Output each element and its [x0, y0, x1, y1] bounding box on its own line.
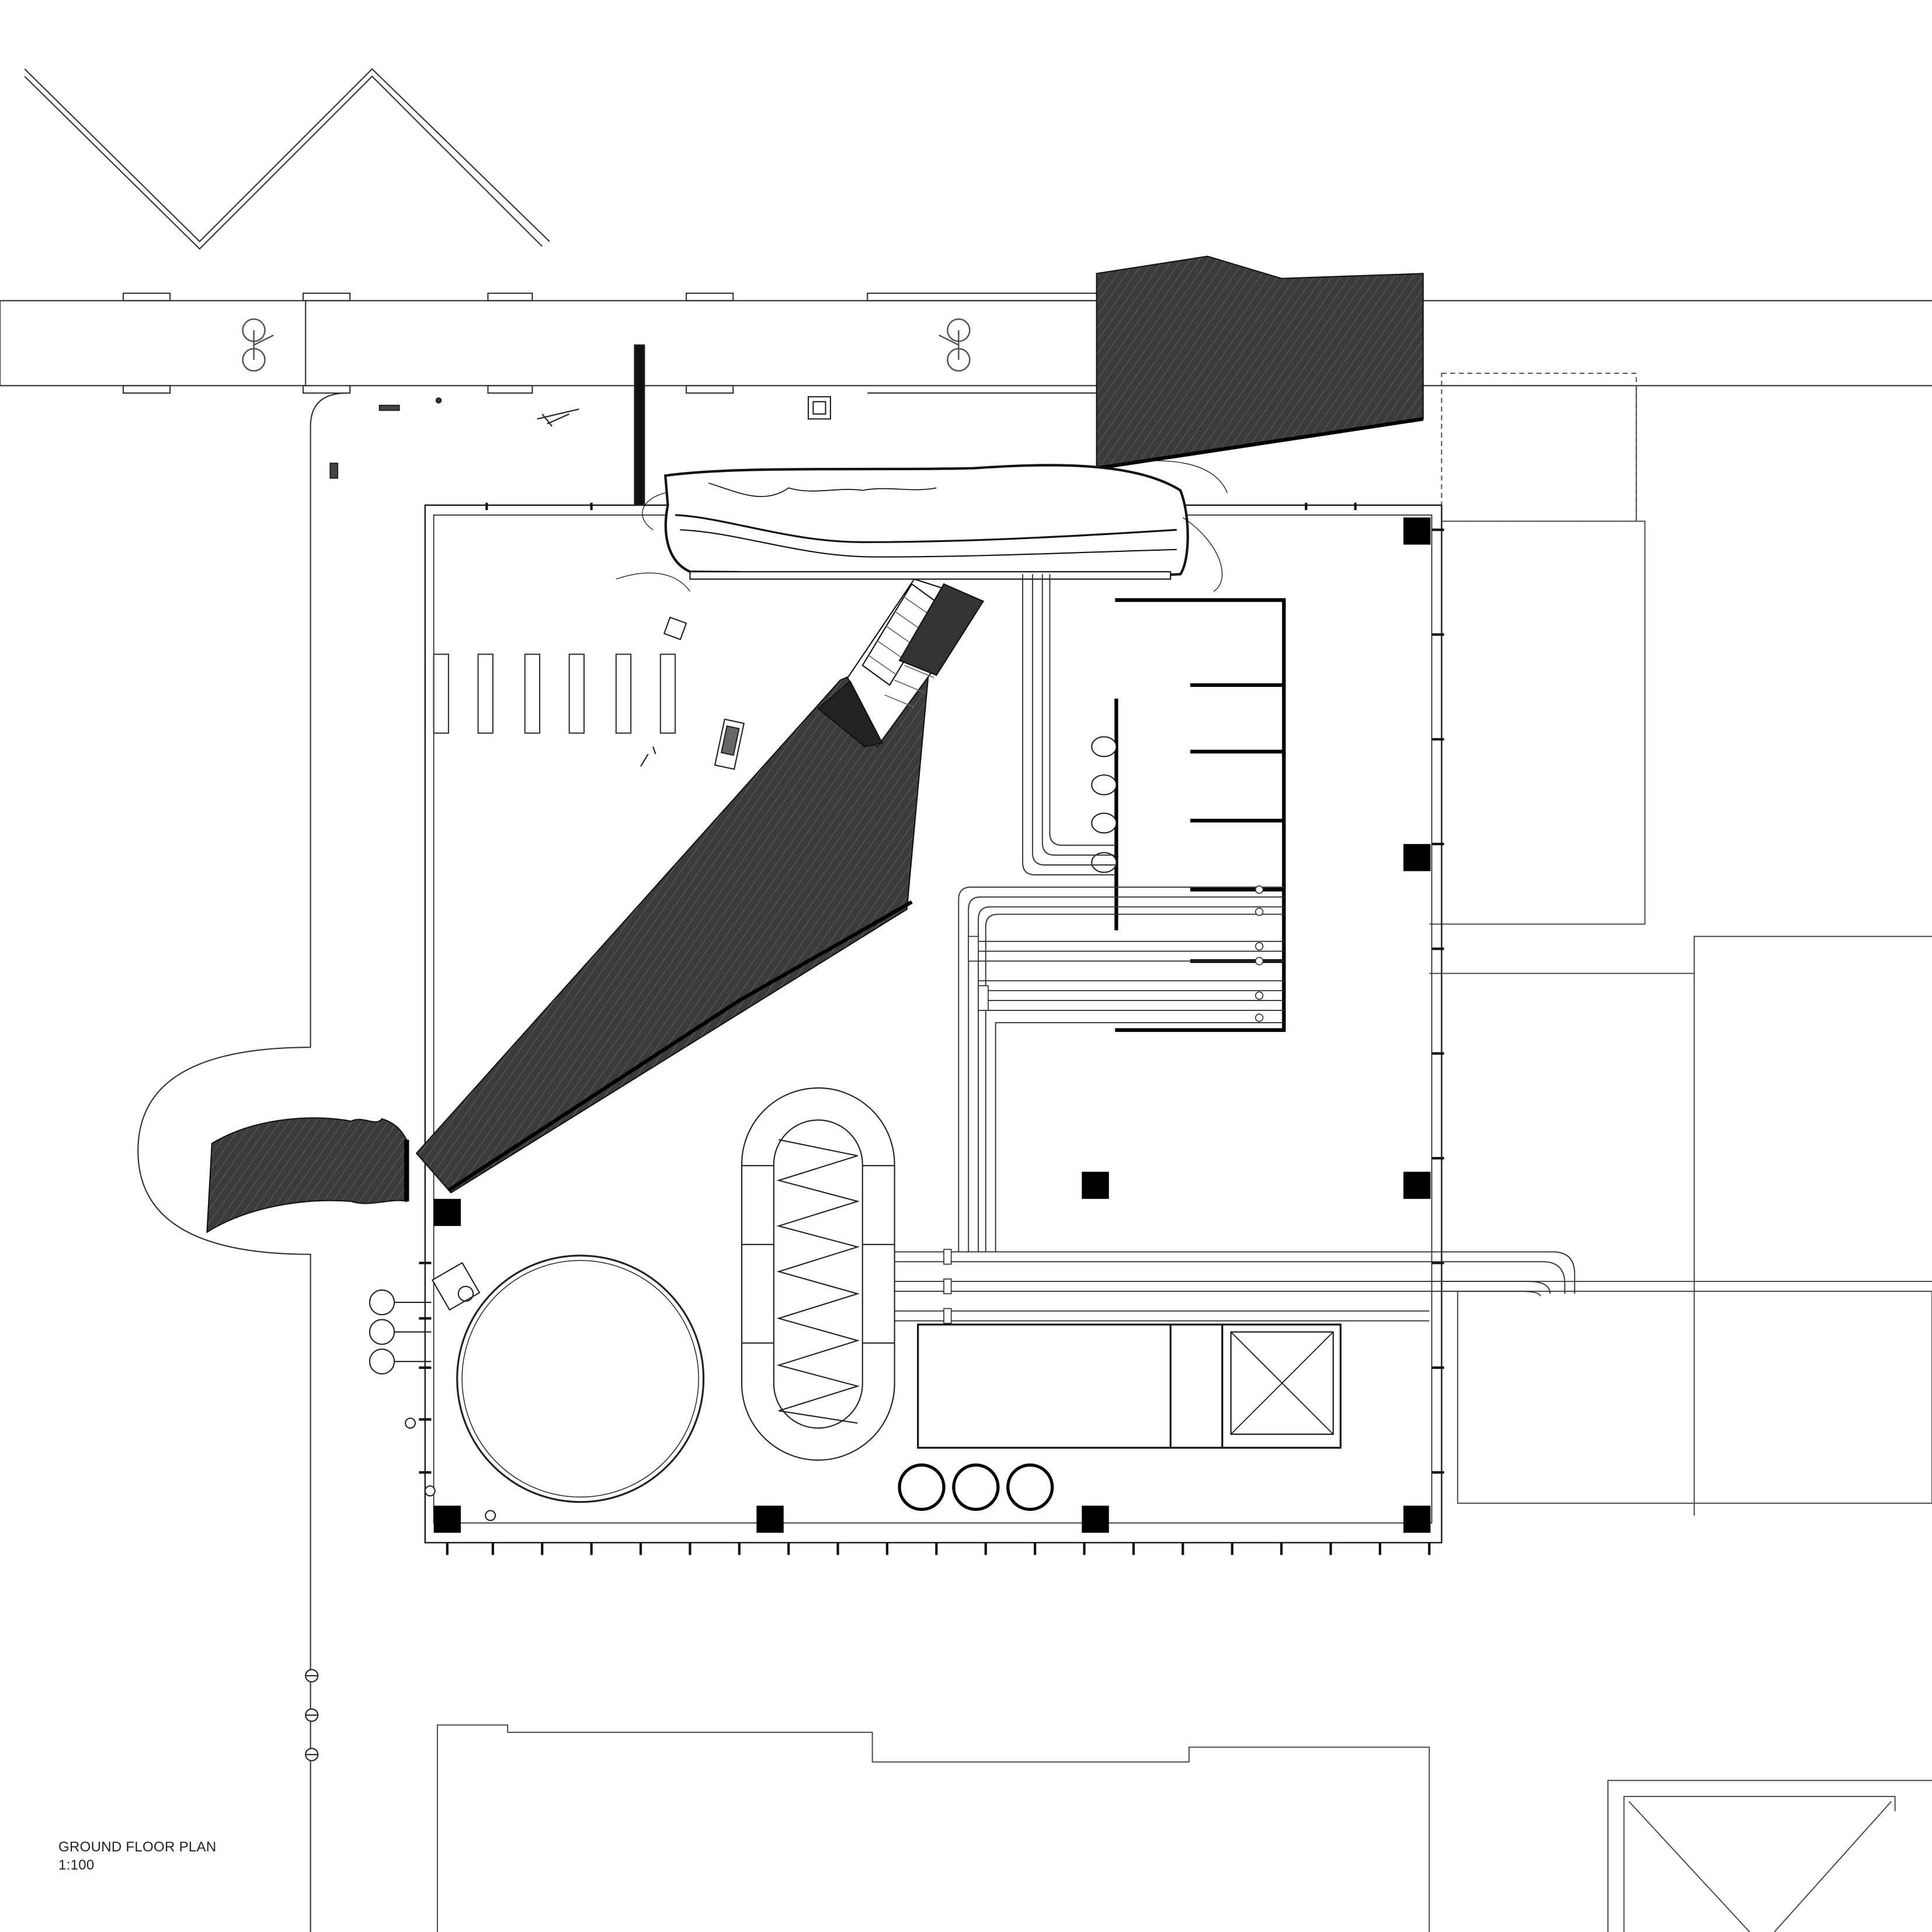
water-tanks: [898, 1463, 1054, 1511]
bollards: [369, 1289, 496, 1521]
service-block: [917, 1323, 1342, 1449]
forecourt-objects: [640, 616, 745, 770]
parking-bays: [433, 654, 676, 734]
bicycle-lane-icon: [242, 318, 274, 372]
drawing-scale: 1:100: [58, 1857, 95, 1873]
circular-tank: [431, 1255, 705, 1503]
stairs: [817, 578, 985, 748]
kerbside-sculpture: [206, 1117, 409, 1233]
neighbour-buildings-south: [436, 1724, 1932, 1932]
kerb-drains: [305, 1669, 319, 1761]
washroom-partitions: [1114, 598, 1286, 1032]
street-cycle-lane: [0, 293, 1932, 394]
street-furniture: [329, 344, 831, 506]
neighbour-roof-outline: [24, 68, 550, 242]
spiral-ramp: [741, 1087, 895, 1461]
pipework: [894, 574, 1576, 1322]
diagonal-ramp: [415, 640, 933, 1194]
washbasins: [1091, 736, 1117, 873]
neighbour-plots: [1429, 373, 1932, 1516]
sculptural-form: [616, 460, 1228, 592]
bicycle-lane-icon: [939, 318, 971, 372]
grid-ticks: [419, 502, 1444, 1555]
drawing-title: GROUND FLOOR PLAN: [58, 1839, 217, 1855]
shelter-canopy: [1096, 255, 1424, 469]
pipe-fittings: [943, 885, 1264, 1324]
drawing-caption: GROUND FLOOR PLAN 1:100: [58, 1838, 216, 1874]
